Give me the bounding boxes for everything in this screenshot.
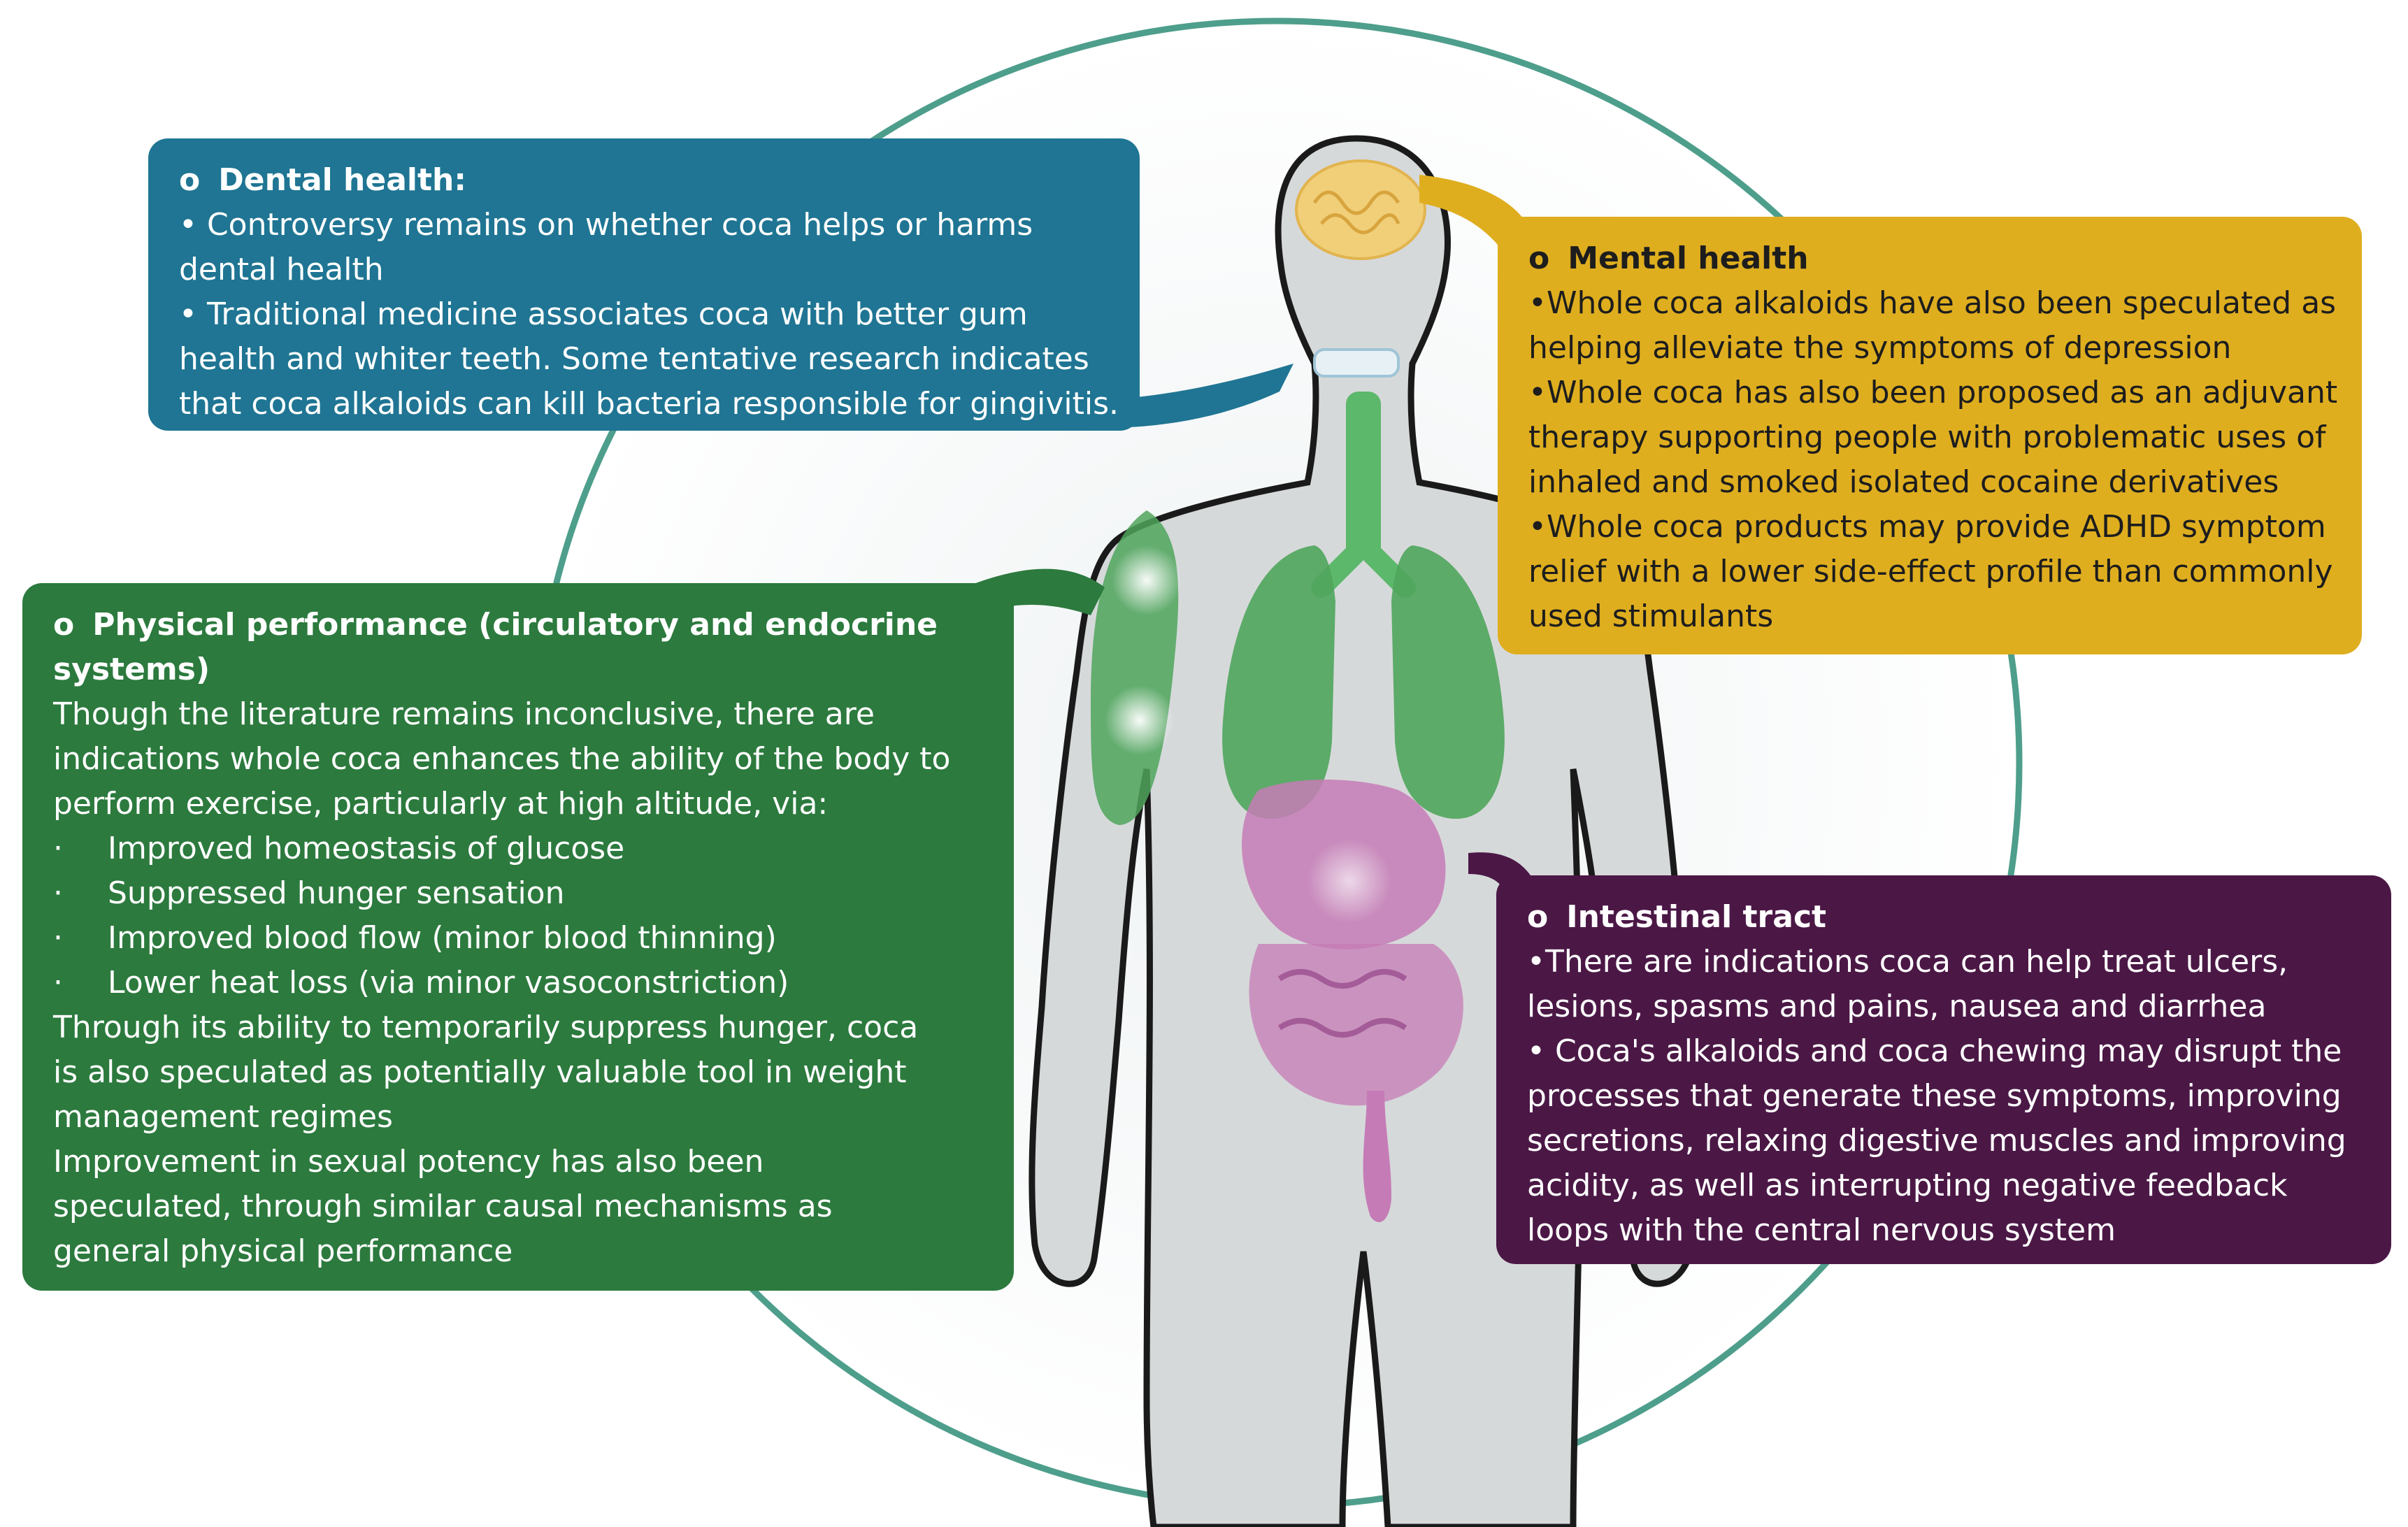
physical-intro-cont: perform exercise, particularly at high a… xyxy=(53,786,829,822)
mental-bullet-2-cont: inhaled and smoked isolated cocaine deri… xyxy=(1528,464,2279,500)
physical-para-2: Through its ability to temporarily suppr… xyxy=(53,1010,919,1045)
intestinal-bullet-2: • Coca's alkaloids and coca chewing may … xyxy=(1527,1033,2342,1069)
physical-para-3: Improvement in sexual potency has also b… xyxy=(53,1144,764,1180)
physical-intro: Though the literature remains inconclusi… xyxy=(53,696,875,732)
mental-bullet-3-cont: relief with a lower side-effect profile … xyxy=(1528,554,2333,589)
teeth xyxy=(1313,348,1400,378)
mental-bullet-1: •Whole coca alkaloids have also been spe… xyxy=(1528,285,2337,321)
physical-sub-item: ·Improved blood flow (minor blood thinni… xyxy=(53,920,777,956)
physical-para-2-cont: management regimes xyxy=(53,1099,393,1135)
dental-bullet-1-cont: dental health xyxy=(179,252,384,287)
brain xyxy=(1295,159,1426,260)
physical-heading-cont: systems) xyxy=(53,652,210,687)
mental-bullet-3-cont: used stimulants xyxy=(1528,598,1774,634)
physical-sub-item: ·Improved homeostasis of glucose xyxy=(53,831,625,866)
trachea xyxy=(1346,392,1381,559)
physical-para-2-cont: is also speculated as potentially valuab… xyxy=(53,1054,907,1090)
intestinal-bullet-2-cont: secretions, relaxing digestive muscles a… xyxy=(1527,1123,2346,1159)
mental-bullet-2-cont: therapy supporting people with problemat… xyxy=(1528,420,2326,455)
intestinal-bullet-2-cont: acidity, as well as interrupting negativ… xyxy=(1527,1168,2288,1203)
intestinal-bullet-1-cont: lesions, spasms and pains, nausea and di… xyxy=(1527,989,2267,1024)
physical-para-3-cont: general physical performance xyxy=(53,1233,513,1269)
dental-bullet-1: • Controversy remains on whether coca he… xyxy=(179,207,1033,243)
dental-bullet-2: • Traditional medicine associates coca w… xyxy=(179,296,1028,332)
physical-intro-cont: indications whole coca enhances the abil… xyxy=(53,741,951,777)
physical-sub-item: ·Suppressed hunger sensation xyxy=(53,875,565,911)
intestinal-bullet-1: •There are indications coca can help tre… xyxy=(1527,944,2288,980)
dental-bullet-2-cont: health and whiter teeth. Some tentative … xyxy=(179,341,1089,377)
left-lung xyxy=(1222,545,1335,819)
mental-bullet-3: •Whole coca products may provide ADHD sy… xyxy=(1528,509,2326,545)
mental-bullet-1-cont: helping alleviate the symptoms of depres… xyxy=(1528,330,2232,366)
intestinal-bullet-2-cont: loops with the central nervous system xyxy=(1527,1212,2116,1248)
intestines xyxy=(1249,944,1463,1106)
mental-bullet-2: •Whole coca has also been proposed as an… xyxy=(1528,375,2338,410)
physical-sub-item: ·Lower heat loss (via minor vasoconstric… xyxy=(53,965,789,1001)
intestinal-bullet-2-cont: processes that generate these symptoms, … xyxy=(1527,1078,2342,1114)
dental-bullet-2-cont: that coca alkaloids can kill bacteria re… xyxy=(179,386,1119,422)
physical-para-3-cont: speculated, through similar causal mecha… xyxy=(53,1189,833,1224)
right-lung xyxy=(1391,545,1505,819)
